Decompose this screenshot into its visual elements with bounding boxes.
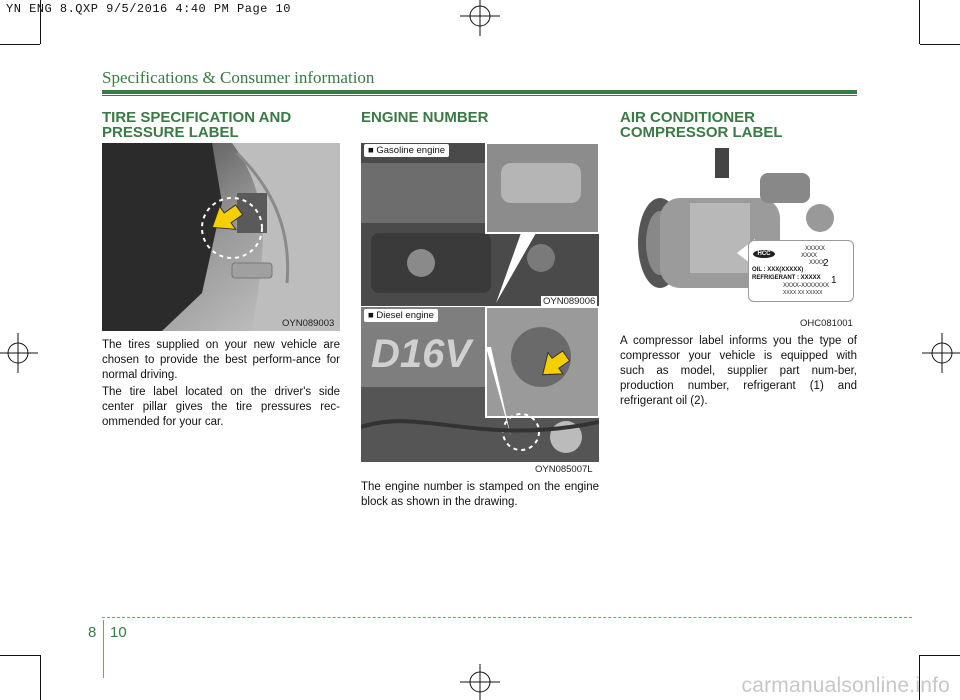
crop-mark	[920, 44, 960, 45]
chapter-number: 8	[88, 624, 97, 641]
gasoline-image-code: OYN089006	[541, 296, 598, 307]
registration-mark-bottom	[460, 664, 500, 700]
crop-mark	[0, 44, 40, 45]
label-line: XXXX XX XXXXX	[783, 290, 823, 296]
ac-image-code: OHC081001	[800, 318, 853, 329]
footer-vertical-rule	[103, 620, 104, 678]
engine-description: The engine number is stamped on the engi…	[361, 481, 599, 508]
engine-cover-text: D16V	[371, 332, 474, 376]
crop-mark	[40, 655, 41, 700]
gasoline-engine-photo	[361, 143, 599, 306]
tire-description: The tires supplied on your new vehicle a…	[102, 338, 340, 432]
label-oil: OIL : XXX(XXXXX)	[752, 267, 804, 273]
hcc-logo: HCC	[753, 250, 775, 258]
crop-mark	[0, 655, 40, 656]
label-line: XXXXX	[805, 246, 826, 252]
ac-title-line1: AIR CONDITIONER	[620, 109, 755, 126]
crop-mark	[920, 655, 960, 656]
print-slug: YN ENG 8.QXP 9/5/2016 4:40 PM Page 10	[6, 2, 291, 16]
label-refrigerant: REFRIGERANT : XXXXX	[752, 275, 821, 281]
label-line: XXXX	[801, 253, 818, 259]
callout-2: 2	[823, 258, 829, 269]
diesel-engine-tag: ■ Diesel engine	[364, 309, 438, 322]
page-number: 10	[110, 624, 127, 641]
tire-title-line2: PRESSURE LABEL	[102, 124, 239, 141]
site-watermark: carmanualsonline.info	[741, 674, 950, 697]
registration-mark-left	[0, 333, 38, 373]
diesel-engine-photo: D16V	[361, 307, 599, 462]
tire-image-code: OYN089003	[282, 318, 335, 329]
ac-description: A compressor label informs you the type …	[620, 335, 857, 407]
footer-rule	[102, 617, 912, 618]
label-line: XXXX-XXXXXXX	[783, 283, 830, 289]
gasoline-engine-tag: ■ Gasoline engine	[364, 144, 450, 157]
callout-1: 1	[831, 275, 837, 286]
tire-paragraph-1: The tires supplied on your new vehicle a…	[102, 339, 340, 381]
tire-label-photo	[102, 143, 340, 331]
ac-section-title: AIR CONDITIONER COMPRESSOR LABEL	[620, 110, 783, 140]
header-rule-thin	[102, 95, 857, 96]
section-header-title: Specifications & Consumer information	[102, 68, 375, 87]
crop-mark	[40, 0, 41, 44]
registration-mark-right	[922, 333, 960, 373]
compressor-label: HCC XXXXX XXXX XXXX OIL : XXX(XXXXX) REF…	[748, 240, 854, 302]
ac-compressor-photo: HCC XXXXX XXXX XXXX OIL : XXX(XXXXX) REF…	[620, 143, 857, 315]
diesel-image-code: OYN085007L	[535, 464, 593, 475]
crop-mark	[919, 0, 920, 44]
label-line: XXXX	[809, 260, 826, 266]
ac-title-line2: COMPRESSOR LABEL	[620, 124, 783, 141]
engine-section-title: ENGINE NUMBER	[361, 109, 489, 126]
tire-paragraph-2: The tire label located on the driver's s…	[102, 386, 340, 428]
header-rule	[102, 90, 857, 94]
tire-section-title: TIRE SPECIFICATION AND PRESSURE LABEL	[102, 110, 291, 140]
registration-mark-top	[460, 0, 500, 36]
crop-mark	[919, 655, 920, 700]
tire-title-line1: TIRE SPECIFICATION AND	[102, 109, 292, 126]
